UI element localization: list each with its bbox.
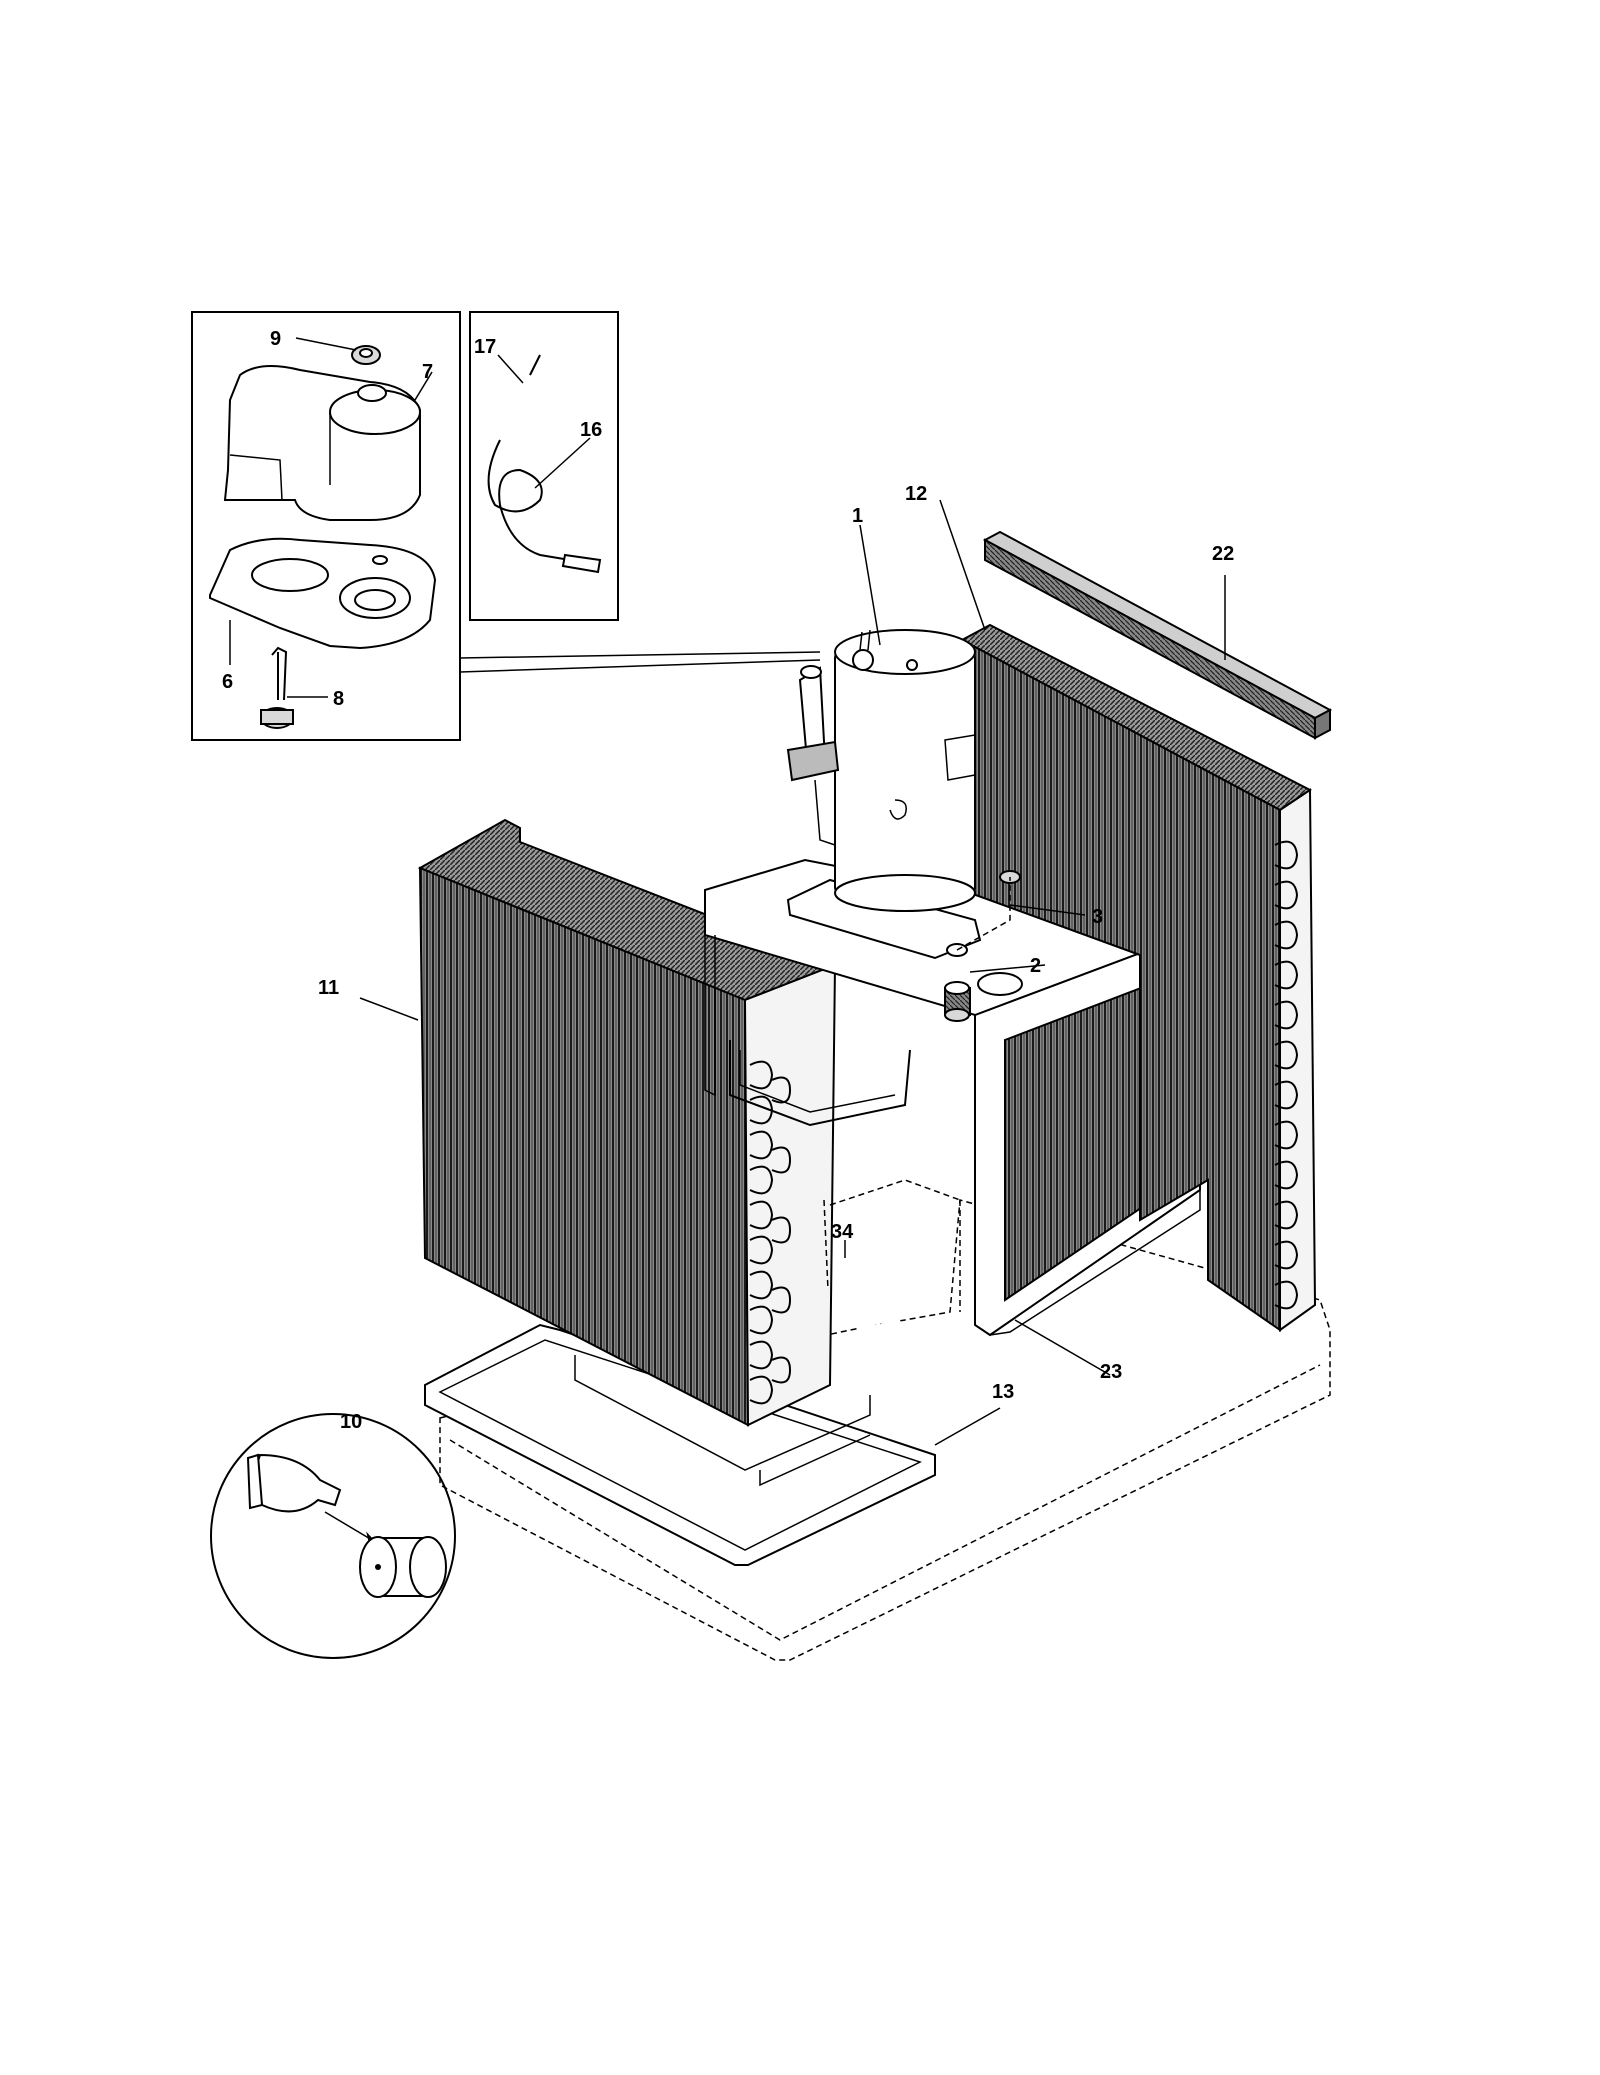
grommet-part-2 xyxy=(944,870,1021,1022)
cover-part-7 xyxy=(223,365,421,521)
gasket-part-6 xyxy=(209,537,437,650)
callout-17: 17 xyxy=(474,336,496,358)
callout-13: 13 xyxy=(992,1381,1014,1403)
callout-9: 9 xyxy=(270,328,281,350)
callout-2: 2 xyxy=(1030,955,1041,977)
compressor-part-1 xyxy=(786,629,982,960)
coil-12-hairpins xyxy=(1274,840,1299,1310)
strip-part-22 xyxy=(982,530,1333,740)
drain-pan-part-13 xyxy=(424,1323,936,1566)
leader-lines xyxy=(229,337,1226,1446)
inset-box-mounting-parts xyxy=(191,311,821,741)
callout-6: 6 xyxy=(222,671,233,693)
coil-11-hairpins xyxy=(749,1060,792,1405)
coil-part-12 xyxy=(959,623,1317,1332)
callout-7: 7 xyxy=(422,361,433,383)
callout-23: 23 xyxy=(1100,1361,1122,1383)
callout-3: 3 xyxy=(1092,906,1103,928)
callout-34: 34 xyxy=(831,1221,854,1243)
callout-10: 10 xyxy=(340,1411,362,1433)
callout-12: 12 xyxy=(905,483,927,505)
bolt-part-8 xyxy=(260,646,294,729)
callout-8: 8 xyxy=(333,688,344,710)
nut-part-9 xyxy=(351,345,381,365)
tube-part-34 xyxy=(823,1179,961,1336)
callout-16: 16 xyxy=(580,419,602,441)
inset-box-sensor xyxy=(469,311,619,621)
callout-22: 22 xyxy=(1212,543,1234,565)
wire-part-16 xyxy=(487,439,602,574)
thermistor-part-17 xyxy=(497,354,541,443)
callout-1: 1 xyxy=(852,505,863,527)
callout-11: 11 xyxy=(318,977,339,999)
detail-circle-part-10 xyxy=(210,1413,456,1659)
coil-part-11 xyxy=(417,818,838,1427)
